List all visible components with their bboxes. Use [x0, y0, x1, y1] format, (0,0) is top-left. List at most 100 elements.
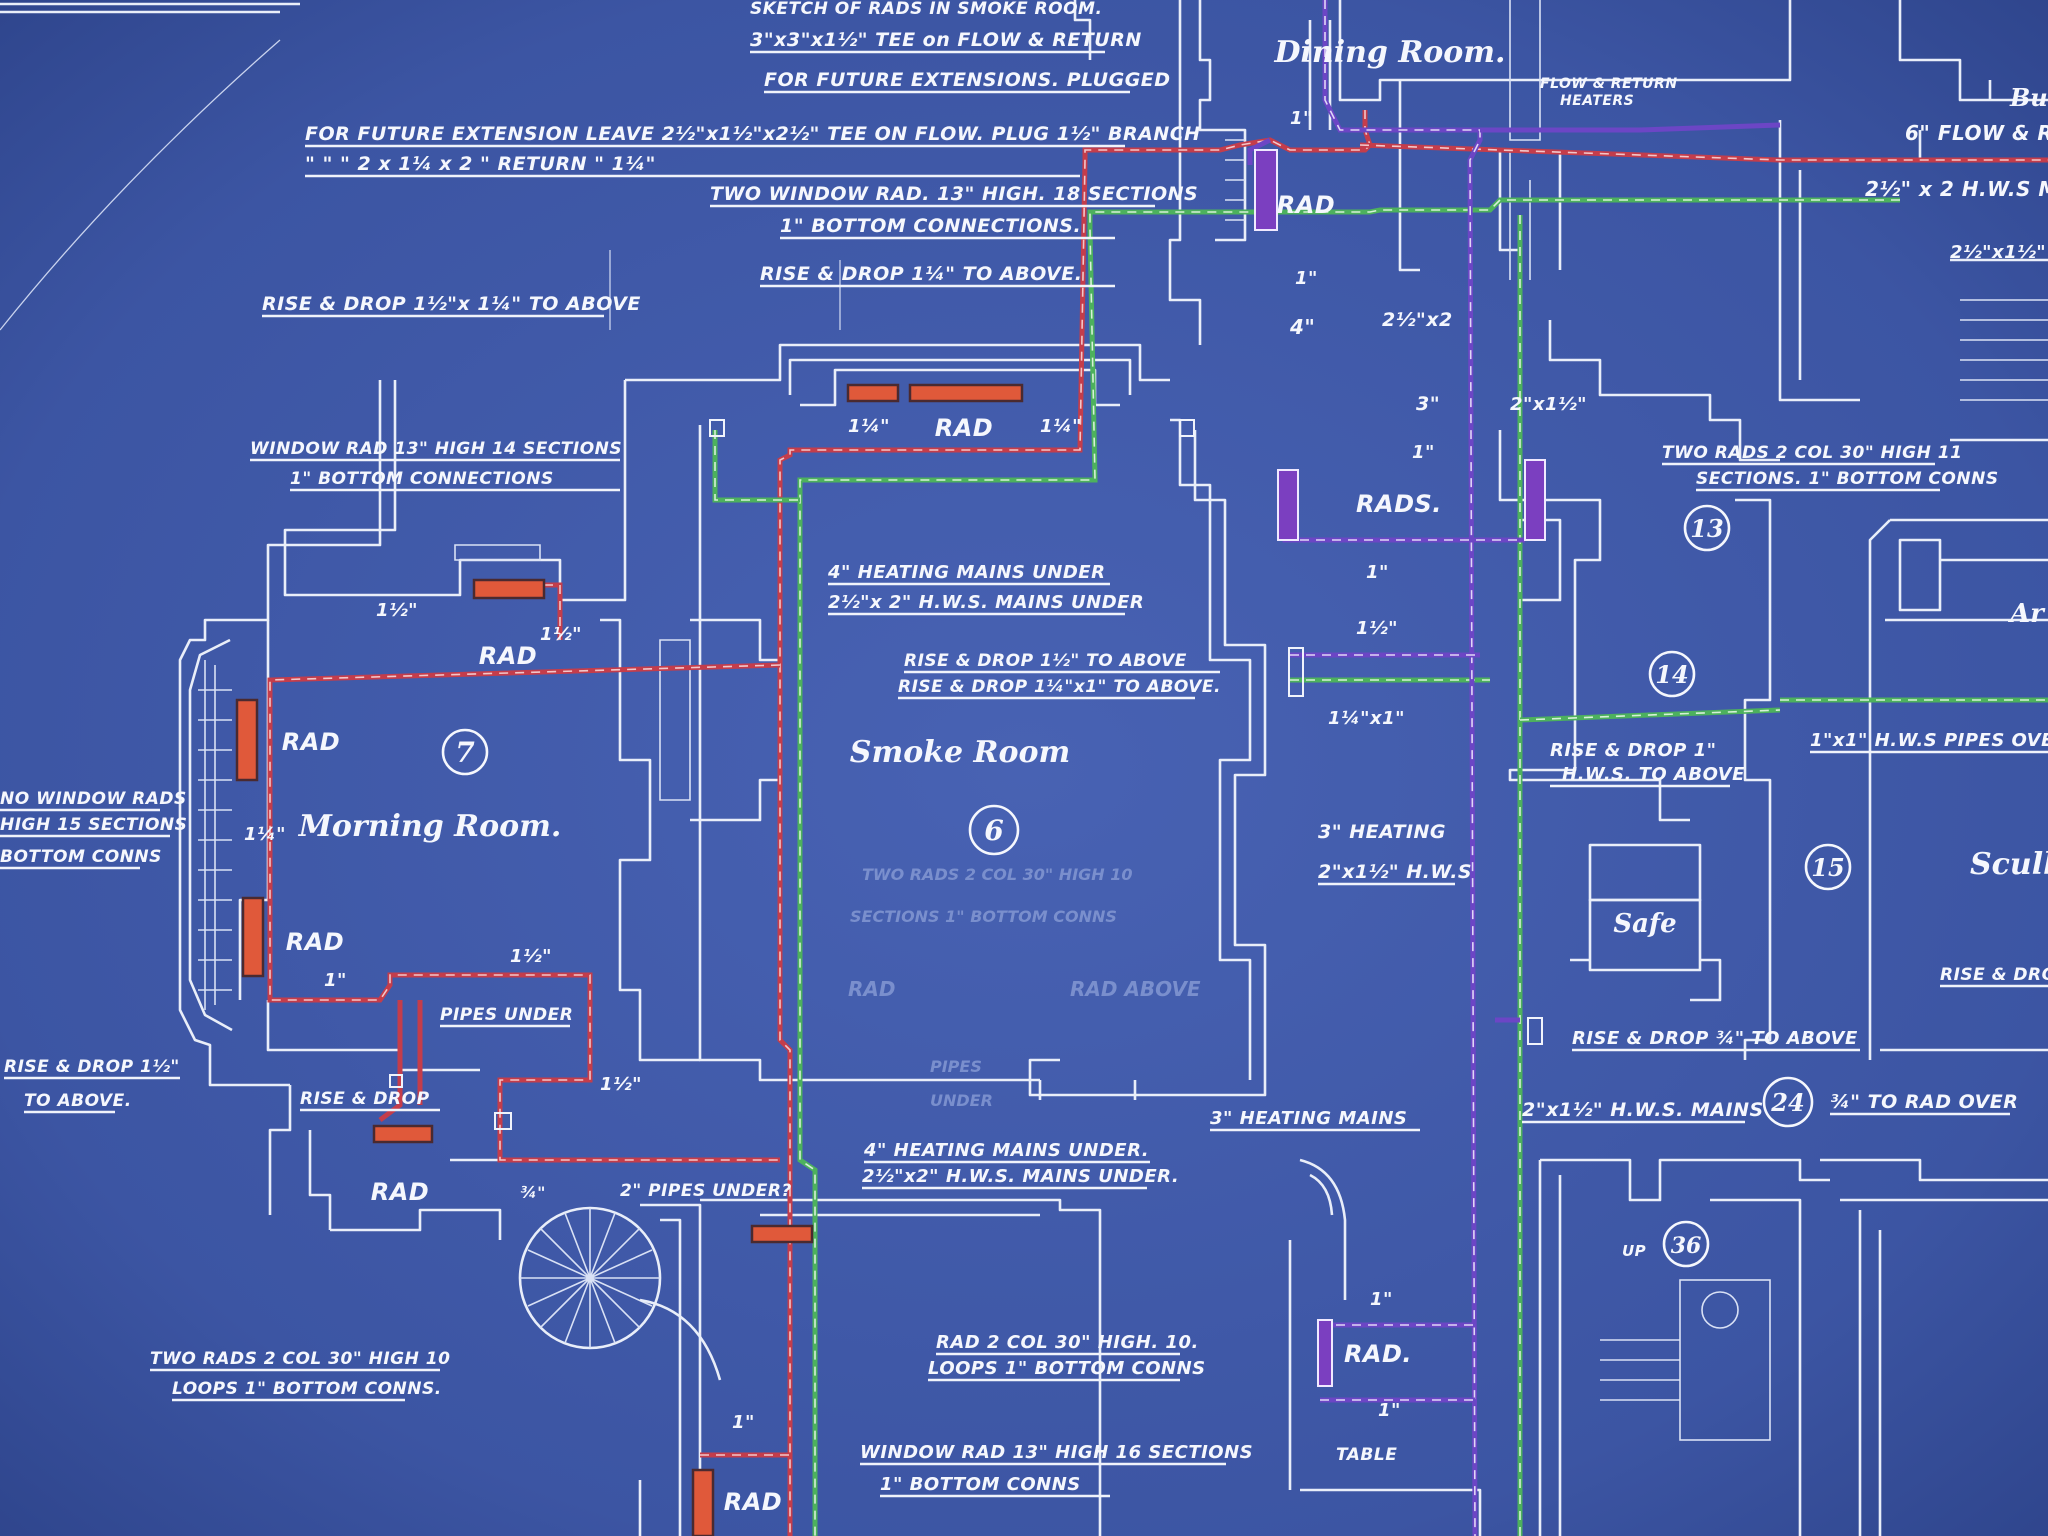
note-two-rads-11: TWO RADS 2 COL 30" HIGH 11 [1662, 443, 1962, 463]
radiator-stair [750, 1224, 814, 1244]
faint-sections: SECTIONS 1" BOTTOM CONNS [850, 907, 1117, 926]
note-rise-drop-14x1: RISE & DROP 1¼"x1" TO ABOVE. [898, 677, 1221, 697]
faint-two-rads: TWO RADS 2 COL 30" HIGH 10 [862, 865, 1133, 884]
rad-label-smoke: RAD [935, 414, 993, 442]
note-to-above: TO ABOVE. [24, 1091, 132, 1111]
note-hws-mains: 2½" x 2 H.W.S MAINS [1865, 177, 2048, 201]
note-hws-above: H.W.S. TO ABOVE [1562, 764, 1745, 785]
note-pipes-under: PIPES UNDER [440, 1005, 573, 1025]
room-circle-6 [968, 804, 1020, 856]
note-rise-drop-1: RISE & DROP 1" [1550, 740, 1717, 761]
note-rise-drop-12x14: RISE & DROP 1½"x 1¼" TO ABOVE [262, 293, 641, 315]
note-hws-pipes-over: 1"x1" H.W.S PIPES OVER [1810, 730, 2048, 751]
note-top-cut: SKETCH OF RADS IN SMOKE ROOM. [750, 0, 1102, 19]
room-circle-13 [1683, 504, 1731, 552]
note-heating3: 3" HEATING [1318, 821, 1446, 843]
size-label-14-right: 1¼" [1040, 416, 1082, 437]
room-name-smoke: Smoke Room [850, 735, 1070, 770]
room-circle-7 [441, 728, 489, 776]
radiator-rads-left [1277, 469, 1299, 541]
note-hws-mains-under2: 2½"x2" H.W.S. MAINS UNDER. [862, 1166, 1179, 1187]
note-heaters: HEATERS [1560, 93, 1634, 109]
note-heating-mains3: 3" HEATING MAINS [1210, 1108, 1407, 1129]
rad-label-dining: RAD [1277, 191, 1335, 219]
rad-label-morning-1: RAD [282, 728, 340, 756]
safe-inner [1588, 898, 1702, 972]
room-name-safe: Safe [1613, 909, 1676, 939]
note-rise-drop-114: RISE & DROP 1¼" TO ABOVE. [760, 263, 1082, 285]
room-name-morning: Morning Room. [298, 809, 562, 844]
size-label-1-bottom: 1" [732, 1412, 755, 1433]
size-label-4: 4" [1289, 315, 1315, 339]
size-label-34: ¾" [520, 1183, 546, 1202]
rad-label-rads: RADS. [1356, 490, 1442, 518]
note-rise-drop-left1: RISE & DROP 1½" [4, 1057, 180, 1077]
radiators [235, 149, 1546, 1536]
room-number-13: 13 [1690, 514, 1723, 543]
faint-under: UNDER [930, 1091, 993, 1110]
size-label-1-table: 1" [1370, 1289, 1393, 1310]
riser-box-left [709, 419, 725, 437]
note-rise-drop-right: RISE & DRO [1940, 965, 2048, 985]
annotations: SKETCH OF RADS IN SMOKE ROOM. 3"x3"x1½" … [0, 0, 2048, 1498]
radiator-bottom-left [691, 1468, 715, 1536]
note-rise-drop-short: RISE & DROP [300, 1089, 430, 1109]
faint-rad-above: RAD ABOVE [1070, 977, 1201, 1001]
faint-rad: RAD [848, 977, 895, 1001]
size-label-1-dining: 1" [1290, 108, 1313, 129]
note-rise-drop-12: RISE & DROP 1½" TO ABOVE [904, 651, 1187, 671]
size-label-1-table-2: 1" [1378, 1400, 1401, 1421]
note-two-rads-10: TWO RADS 2 COL 30" HIGH 10 [150, 1349, 450, 1369]
radiator-dining [1254, 149, 1278, 231]
radiator-morning-window-2 [241, 896, 265, 978]
size-label-14-left: 1¼" [848, 416, 890, 437]
newel-post [1701, 1291, 1739, 1329]
note-table: TABLE [1336, 1445, 1397, 1465]
pipe-size-labels: 1¼" 1¼" 1" 1" 4" 2½"x2 3" 2"x1½" 1" 1" 1… [244, 108, 1587, 1433]
size-label-1-rads: 1" [1412, 442, 1435, 463]
rad-label-bottom: RAD [724, 1488, 782, 1516]
room-number-36: 36 [1671, 1233, 1702, 1259]
note-high15: HIGH 15 SECTIONS [0, 815, 187, 835]
room-circle-24 [1762, 1076, 1814, 1128]
size-label-1-morning: 1" [324, 970, 347, 991]
rad-label-morning-2: RAD [286, 928, 344, 956]
radiator-morning-window-1 [235, 698, 259, 782]
size-label-12-smoke: 1½" [1356, 618, 1398, 639]
note-tee: 3"x3"x1½" TEE on FLOW & RETURN [750, 29, 1142, 51]
radiator-smoke-right [908, 383, 1024, 403]
note-bottom1: 1" BOTTOM CONNECTIONS. [780, 215, 1081, 237]
note-pipes-under2: 2" PIPES UNDER? [620, 1181, 792, 1201]
note-to-rad-over: ¾" TO RAD OVER [1830, 1091, 2018, 1113]
rad-labels: RAD RAD RADS. RAD RAD RAD RAD RAD. RAD [282, 191, 1442, 1516]
room-circle-36 [1662, 1220, 1710, 1268]
note-ditto: " " " 2 x 1¼ x 2 " RETURN " 1¼" [305, 153, 656, 175]
rad-label-table: RAD. [1344, 1340, 1412, 1368]
note-two-window: TWO WINDOW RAD. 13" HIGH. 18 SECTIONS [710, 183, 1198, 205]
room-numbers: 7 6 13 14 15 24 36 [455, 514, 1844, 1259]
rad-label-lower-left: RAD [371, 1178, 429, 1206]
radiator-rads-right [1524, 459, 1546, 541]
note-rad-2col: RAD 2 COL 30" HIGH. 10. [936, 1332, 1199, 1353]
size-label-3: 3" [1416, 393, 1440, 415]
note-hws-mains-under: 2½"x 2" H.W.S. MAINS UNDER [828, 592, 1144, 613]
note-loops-1: LOOPS 1" BOTTOM CONNS [928, 1358, 1206, 1379]
radiator-smoke-left [846, 383, 900, 403]
size-label-212x2: 2½"x2 [1382, 309, 1453, 331]
room-number-7: 7 [455, 736, 475, 769]
room-name-ar: Ar [2007, 599, 2046, 629]
size-label-1-dining-2: 1" [1295, 268, 1318, 289]
room-circle-14 [1648, 650, 1696, 698]
rad-label-morning-top: RAD [479, 642, 537, 670]
note-heat-mains-under: 4" HEATING MAINS UNDER [827, 562, 1105, 583]
note-up: UP [1622, 1242, 1646, 1260]
riser-box-safe [1527, 1017, 1543, 1045]
room-number-24: 24 [1770, 1088, 1804, 1117]
note-rise-drop-34: RISE & DROP ¾" TO ABOVE [1572, 1028, 1858, 1049]
radiator-morning-top [472, 578, 546, 600]
size-label-2x12: 2"x1½" [1510, 394, 1587, 415]
size-label-12-morning-d: 1½" [600, 1074, 642, 1095]
